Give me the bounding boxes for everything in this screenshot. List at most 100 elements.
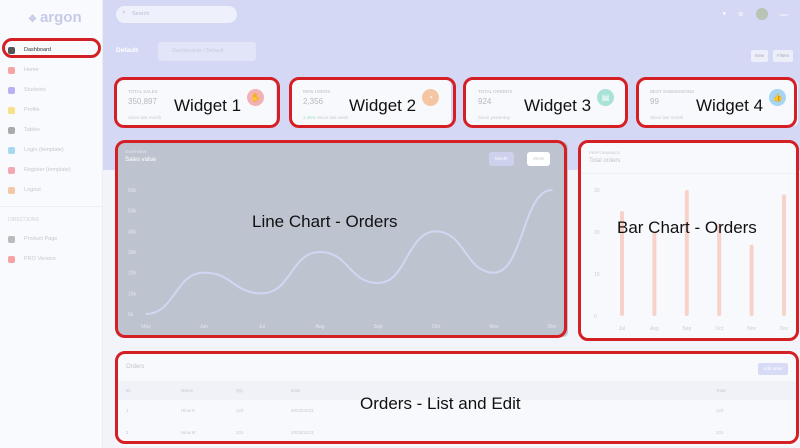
sidebar-item-logout[interactable]: Logout bbox=[0, 180, 103, 200]
table-cell: 2023/01/23 bbox=[291, 408, 314, 413]
y-tick-label: 30k bbox=[128, 250, 137, 256]
widget-label: TOTAL SALES bbox=[128, 89, 158, 94]
sidebar-item-label: Tables bbox=[24, 127, 40, 133]
settings-icon[interactable]: ⚙ bbox=[738, 11, 744, 18]
line-point bbox=[377, 282, 379, 284]
orders-icon: ▤ bbox=[597, 89, 614, 106]
month-button[interactable]: Month bbox=[489, 152, 514, 166]
sidebar-item-pro-version[interactable]: PRO Version bbox=[0, 249, 103, 269]
nav-icon bbox=[8, 106, 15, 114]
sidebar-item-register-template-[interactable]: Register (template) bbox=[0, 160, 103, 180]
widget-footer: Since last month bbox=[650, 115, 683, 121]
nav-icon bbox=[8, 146, 15, 154]
widget-label: TOTAL ORDERS bbox=[478, 89, 513, 94]
line-point bbox=[551, 189, 553, 191]
bar bbox=[620, 211, 624, 316]
new-button[interactable]: New bbox=[751, 50, 769, 62]
sidebar-item-label: Students bbox=[24, 87, 46, 93]
breadcrumb[interactable]: Dashboards / Default bbox=[158, 42, 256, 61]
sidebar-item-tables[interactable]: Tables bbox=[0, 120, 103, 140]
annotation-label: Widget 2 bbox=[349, 96, 417, 115]
logo[interactable]: ❖argon bbox=[28, 9, 82, 26]
page-title: Default bbox=[116, 47, 139, 54]
annotation-box bbox=[289, 77, 456, 128]
widget-footer: Since yesterday bbox=[478, 115, 510, 121]
add-order-button[interactable]: Add order bbox=[758, 363, 788, 375]
line-point bbox=[261, 292, 263, 295]
table-cell: 2 bbox=[126, 430, 129, 435]
sidebar-item-login-template-[interactable]: Login (template) bbox=[0, 140, 103, 160]
sidebar-item-label: Register (template) bbox=[24, 167, 71, 173]
annotation-label: Widget 3 bbox=[524, 96, 592, 115]
sidebar-item-label: PRO Version bbox=[24, 256, 56, 262]
x-tick-label: Jun bbox=[200, 324, 208, 330]
hand-icon: ✋ bbox=[247, 89, 264, 106]
week-button[interactable]: Week bbox=[527, 152, 551, 166]
sidebar-item-label: Login (template) bbox=[24, 147, 64, 153]
line-point bbox=[319, 251, 321, 253]
bar-chart-title: Total orders bbox=[589, 158, 621, 164]
line-point bbox=[435, 230, 437, 233]
filters-button[interactable]: Filters bbox=[773, 50, 794, 62]
widget-value: 2,356 bbox=[303, 97, 324, 106]
nav-icon bbox=[8, 255, 15, 263]
sidebar-item-home[interactable]: Home bbox=[0, 60, 103, 80]
bell-icon[interactable]: ● bbox=[722, 11, 727, 17]
sidebar-item-product-page[interactable]: Product Page bbox=[0, 229, 103, 249]
bar bbox=[782, 194, 786, 316]
topbar-icons: ● ⚙ User bbox=[723, 8, 788, 20]
y-tick-label: 20k bbox=[128, 271, 137, 277]
nav-icon bbox=[8, 186, 15, 194]
column-header: ID bbox=[126, 388, 131, 393]
annotation-box bbox=[115, 351, 799, 444]
sidebar-item-students[interactable]: Students bbox=[0, 80, 103, 100]
bar bbox=[717, 223, 722, 316]
avatar[interactable] bbox=[755, 8, 768, 20]
nav-icon bbox=[8, 166, 15, 174]
widget-label: NEW USERS bbox=[303, 89, 331, 94]
line-point bbox=[203, 271, 205, 274]
column-header: Total bbox=[716, 388, 726, 393]
column-header: Name bbox=[181, 388, 194, 393]
y-tick-label: 60k bbox=[128, 188, 137, 194]
x-tick-label: Nov bbox=[490, 324, 499, 330]
x-tick-label: Sep bbox=[682, 326, 691, 332]
table-cell: 101 bbox=[236, 430, 244, 435]
sidebar-item-label: Product Page bbox=[24, 236, 58, 242]
user-name[interactable]: User bbox=[779, 11, 788, 17]
line-point bbox=[145, 313, 147, 315]
y-tick-label: 0 bbox=[594, 314, 597, 320]
widget-value: 350,897 bbox=[128, 97, 157, 106]
x-tick-label: Sep bbox=[374, 324, 383, 330]
y-tick-label: 50k bbox=[128, 209, 137, 215]
annotation-label: Line Chart - Orders bbox=[252, 212, 398, 231]
column-header: Qty bbox=[236, 388, 244, 393]
search-input[interactable]: Search bbox=[116, 6, 237, 23]
table-cell: 101 bbox=[716, 430, 724, 435]
annotation-box bbox=[578, 140, 799, 341]
sidebar-item-profile[interactable]: Profile bbox=[0, 100, 103, 120]
x-tick-label: Nov bbox=[747, 326, 756, 332]
annotation-box bbox=[636, 77, 797, 128]
table-cell: 2023/01/23 bbox=[291, 430, 314, 435]
widget-label: BEST SUBMISSIONS bbox=[650, 89, 695, 94]
line-chart-overline: OVERVIEW bbox=[125, 149, 147, 154]
widget-value: 924 bbox=[478, 97, 492, 106]
widget-change: 3.48% bbox=[303, 115, 316, 120]
x-tick-label: Aug bbox=[316, 324, 325, 330]
y-tick-label: 10 bbox=[594, 272, 600, 278]
widget-footer-text: Since last month bbox=[128, 115, 162, 120]
line-chart-title: Sales value bbox=[125, 157, 157, 163]
bar bbox=[749, 244, 754, 316]
orders-title: Orders bbox=[126, 364, 145, 370]
y-tick-label: 40k bbox=[128, 229, 137, 235]
